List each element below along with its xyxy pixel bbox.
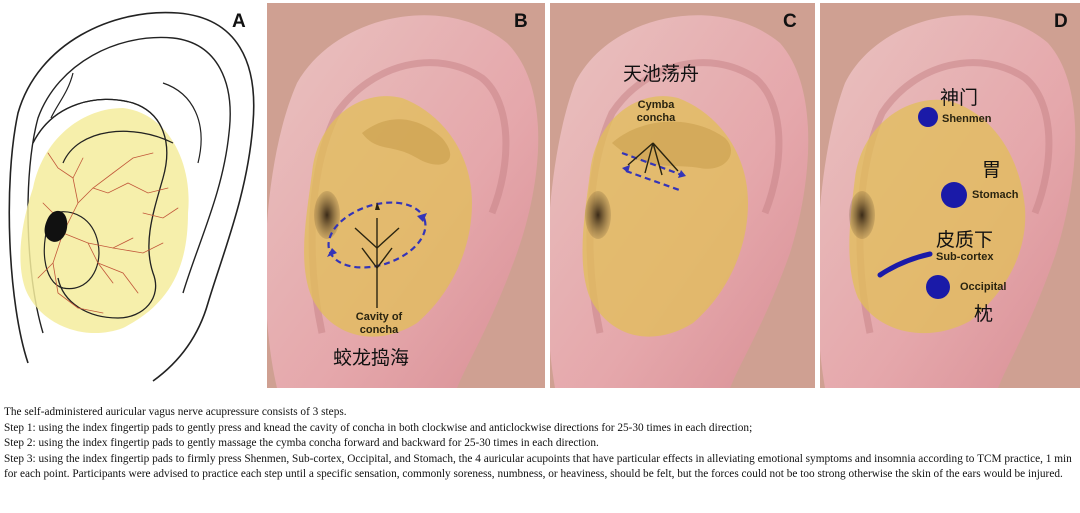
panel-b-cavity-of-concha: B Cavity of concha 蛟龙捣海 <box>267 3 545 388</box>
ear-canal-c <box>585 191 611 239</box>
caption-intro: The self-administered auricular vagus ne… <box>4 406 347 418</box>
panel-a-letter: A <box>232 11 246 32</box>
ear-photo-d <box>820 3 1080 388</box>
ear-canal <box>44 210 68 242</box>
forward-backward-path <box>621 151 683 177</box>
ear-canal-b <box>314 191 340 239</box>
panel-c-cymba-concha: C 天池荡舟 Cymba concha <box>550 3 815 388</box>
panel-c-letter: C <box>783 11 797 32</box>
cymba-region <box>612 121 731 169</box>
caption-step-2: Step 2: using the index fingertip pads t… <box>4 437 599 450</box>
ear-canal-d <box>849 191 875 239</box>
caption-step-1: Step 1: using the index fingertip pads t… <box>4 421 753 434</box>
vagus-area-shading <box>20 108 189 334</box>
shenmen-cn-label: 神门 <box>940 87 979 109</box>
nerve-branches <box>37 152 179 314</box>
caption-step-3: Step 3: using the index fingertip pads t… <box>4 452 1072 481</box>
panel-a-ear-diagram: A <box>3 3 265 388</box>
concha-pointer-arrows <box>354 218 400 308</box>
sub-cortex-mark <box>877 251 933 278</box>
cavity-of-concha-label: Cavity of concha <box>355 311 403 336</box>
panel-d-letter: D <box>1054 11 1068 32</box>
panel-b-letter: B <box>514 11 528 32</box>
panel-d-acupoints: D 神门 Shenmen 胃 Stomach 皮质下 Sub-cortex Oc… <box>820 3 1080 388</box>
ear-photo-c <box>550 3 815 388</box>
ear-line-drawing <box>8 11 255 382</box>
cymba-pointer-arrows <box>627 142 679 176</box>
concha-overlay-d <box>849 99 1026 334</box>
occipital-cn-label: 枕 <box>974 303 994 325</box>
cymba-concha-cn-label: 天池荡舟 <box>623 63 700 85</box>
sub-cortex-cn-label: 皮质下 <box>936 229 994 251</box>
occipital-label: Occipital <box>960 281 1007 293</box>
stomach-point <box>941 182 967 208</box>
sub-cortex-label: Sub-cortex <box>936 251 994 263</box>
figure-caption: The self-administered auricular vagus ne… <box>4 405 1076 483</box>
cymba-concha-label: Cymba concha <box>636 99 676 124</box>
ear-photo-b <box>267 3 545 388</box>
stomach-label: Stomach <box>972 189 1019 201</box>
circular-massage-path <box>327 201 427 269</box>
occipital-point <box>926 275 950 299</box>
stomach-cn-label: 胃 <box>982 159 1002 181</box>
shenmen-label: Shenmen <box>942 113 992 125</box>
shenmen-point <box>918 107 938 127</box>
cavity-of-concha-cn-label: 蛟龙捣海 <box>333 347 410 369</box>
